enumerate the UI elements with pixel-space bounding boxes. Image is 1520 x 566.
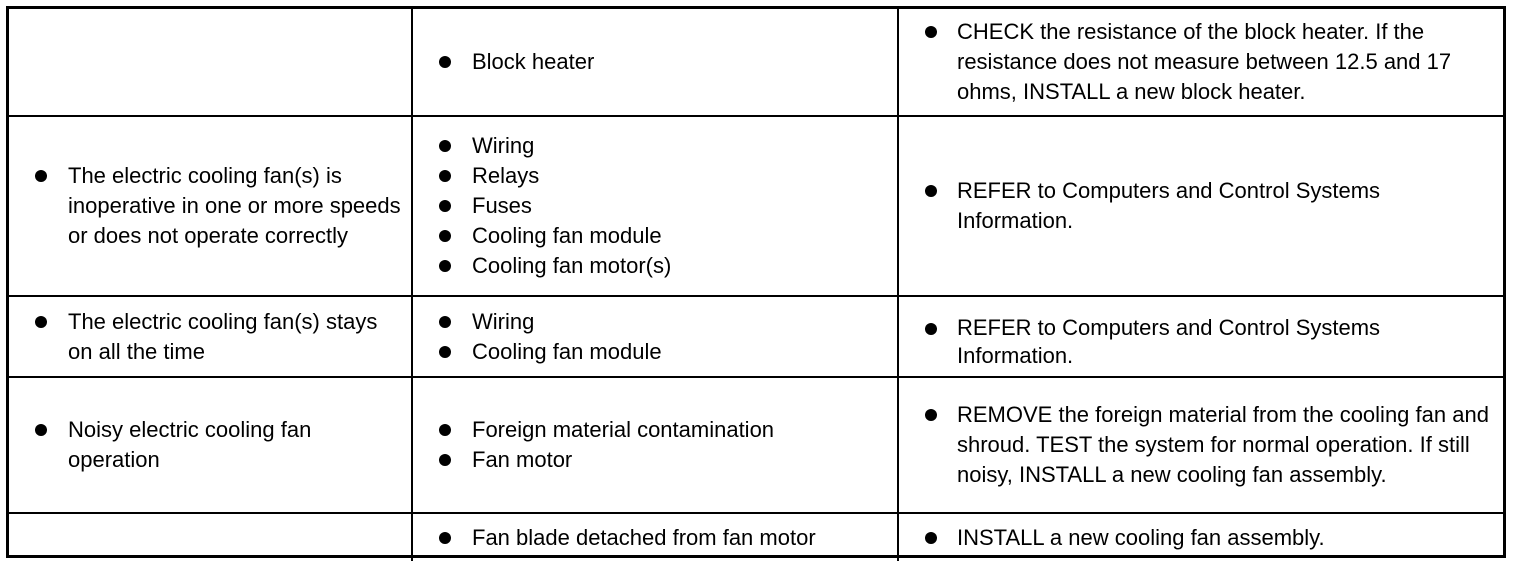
table-row: The electric cooling fan(s) stays on all… — [9, 295, 1503, 378]
action-cell: REFER to Computers and Control Systems I… — [897, 115, 1503, 297]
source-item: Cooling fan module — [435, 221, 887, 251]
source-item: Cooling fan motor(s) — [435, 251, 887, 281]
source-item: Foreign material contamination — [435, 415, 887, 445]
source-item: Wiring — [435, 131, 887, 161]
action-item: CHECK the resistance of the block heater… — [921, 17, 1493, 107]
table-row: The electric cooling fan(s) is inoperati… — [9, 115, 1503, 297]
action-item: REMOVE the foreign material from the coo… — [921, 400, 1493, 490]
table-row: Fan blade detached from fan motor INSTAL… — [9, 512, 1503, 561]
condition-item: Noisy electric cooling fan operation — [31, 415, 401, 475]
source-cell: Wiring Relays Fuses Cooling fan module C… — [411, 115, 899, 297]
action-cell: CHECK the resistance of the block heater… — [897, 9, 1503, 117]
action-item: INSTALL a new cooling fan assembly. — [921, 523, 1493, 553]
source-item: Fan motor — [435, 445, 887, 475]
source-item: Fan blade detached from fan motor — [435, 523, 887, 553]
condition-cell: The electric cooling fan(s) stays on all… — [9, 295, 413, 378]
source-cell: Wiring Cooling fan module — [411, 295, 899, 378]
source-cell: Fan blade detached from fan motor — [411, 512, 899, 561]
condition-item: The electric cooling fan(s) stays on all… — [31, 307, 401, 367]
action-cell: INSTALL a new cooling fan assembly. — [897, 512, 1503, 561]
source-cell: Block heater — [411, 9, 899, 117]
condition-cell: Noisy electric cooling fan operation — [9, 376, 413, 514]
action-cell: REMOVE the foreign material from the coo… — [897, 376, 1503, 514]
diagnosis-table-frame: Block heater CHECK the resistance of the… — [6, 6, 1506, 561]
condition-item: The electric cooling fan(s) is inoperati… — [31, 161, 401, 251]
source-item: Relays — [435, 161, 887, 191]
condition-cell: The electric cooling fan(s) is inoperati… — [9, 115, 413, 297]
source-item: Wiring — [435, 307, 887, 337]
table-row: Noisy electric cooling fan operation For… — [9, 376, 1503, 514]
condition-cell — [9, 9, 413, 117]
source-item: Fuses — [435, 191, 887, 221]
source-cell: Foreign material contamination Fan motor — [411, 376, 899, 514]
action-item: REFER to Computers and Control Systems I… — [921, 314, 1493, 370]
action-item: REFER to Computers and Control Systems I… — [921, 176, 1493, 236]
table-row: Block heater CHECK the resistance of the… — [9, 9, 1503, 117]
source-item: Block heater — [435, 47, 887, 77]
condition-cell — [9, 512, 413, 561]
diagnosis-table: Block heater CHECK the resistance of the… — [9, 9, 1503, 561]
action-cell: REFER to Computers and Control Systems I… — [897, 295, 1503, 378]
source-item: Cooling fan module — [435, 337, 887, 367]
